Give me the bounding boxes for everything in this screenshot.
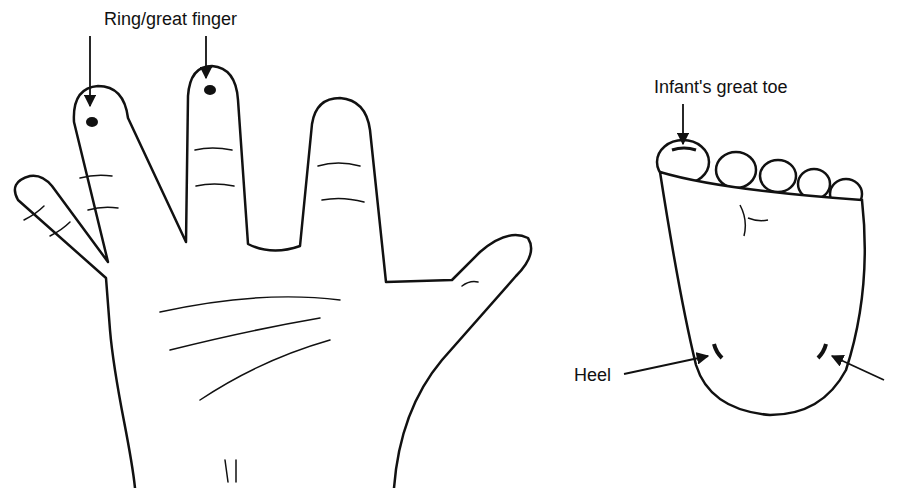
puncture-mark [714,344,722,358]
part-label: Infant's great toe [652,76,790,98]
puncture-dot [204,85,216,95]
puncture-mark [672,148,696,150]
foot-drawing [657,140,865,415]
puncture-dot [86,117,98,127]
leader-arrows [90,36,884,380]
part-label: Heel [572,364,613,386]
hand-drawing [15,66,531,488]
part-label: Ring/great finger [102,8,239,30]
puncture-mark [818,344,826,358]
